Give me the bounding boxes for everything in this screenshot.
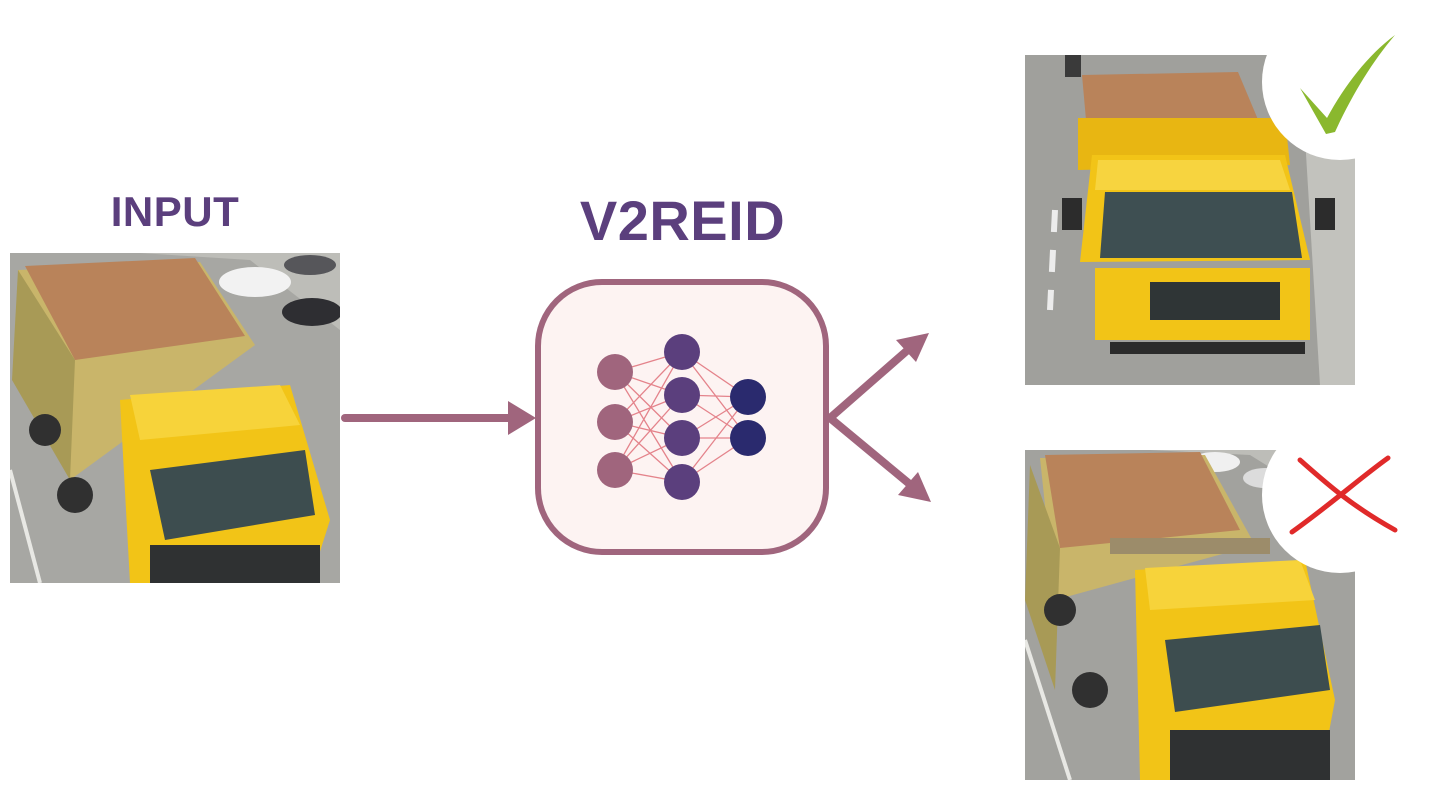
output-neuron xyxy=(730,420,766,456)
arrow-to-non-match xyxy=(826,414,916,490)
model-title: V2REID xyxy=(579,189,786,252)
input-neuron xyxy=(597,354,633,390)
arrowhead-match xyxy=(896,333,929,362)
hidden-neuron xyxy=(664,464,700,500)
input-label: INPUT xyxy=(110,188,240,235)
hidden-neuron xyxy=(664,334,700,370)
hidden-neuron xyxy=(664,377,700,413)
output-neuron xyxy=(730,379,766,415)
arrow-to-match xyxy=(826,344,914,422)
match-badge xyxy=(1262,4,1418,160)
model-box xyxy=(535,279,829,555)
hidden-neuron xyxy=(664,420,700,456)
non-match-truck-image xyxy=(1025,450,1355,780)
input-neuron xyxy=(597,404,633,440)
cross-mark-icon xyxy=(1289,455,1398,535)
input-truck-image xyxy=(10,253,340,583)
check-mark-icon xyxy=(1300,35,1395,134)
arrowhead-input xyxy=(508,401,536,435)
arrowhead-non-match xyxy=(898,472,931,502)
input-neuron xyxy=(597,452,633,488)
neural-network-icon xyxy=(597,334,766,500)
